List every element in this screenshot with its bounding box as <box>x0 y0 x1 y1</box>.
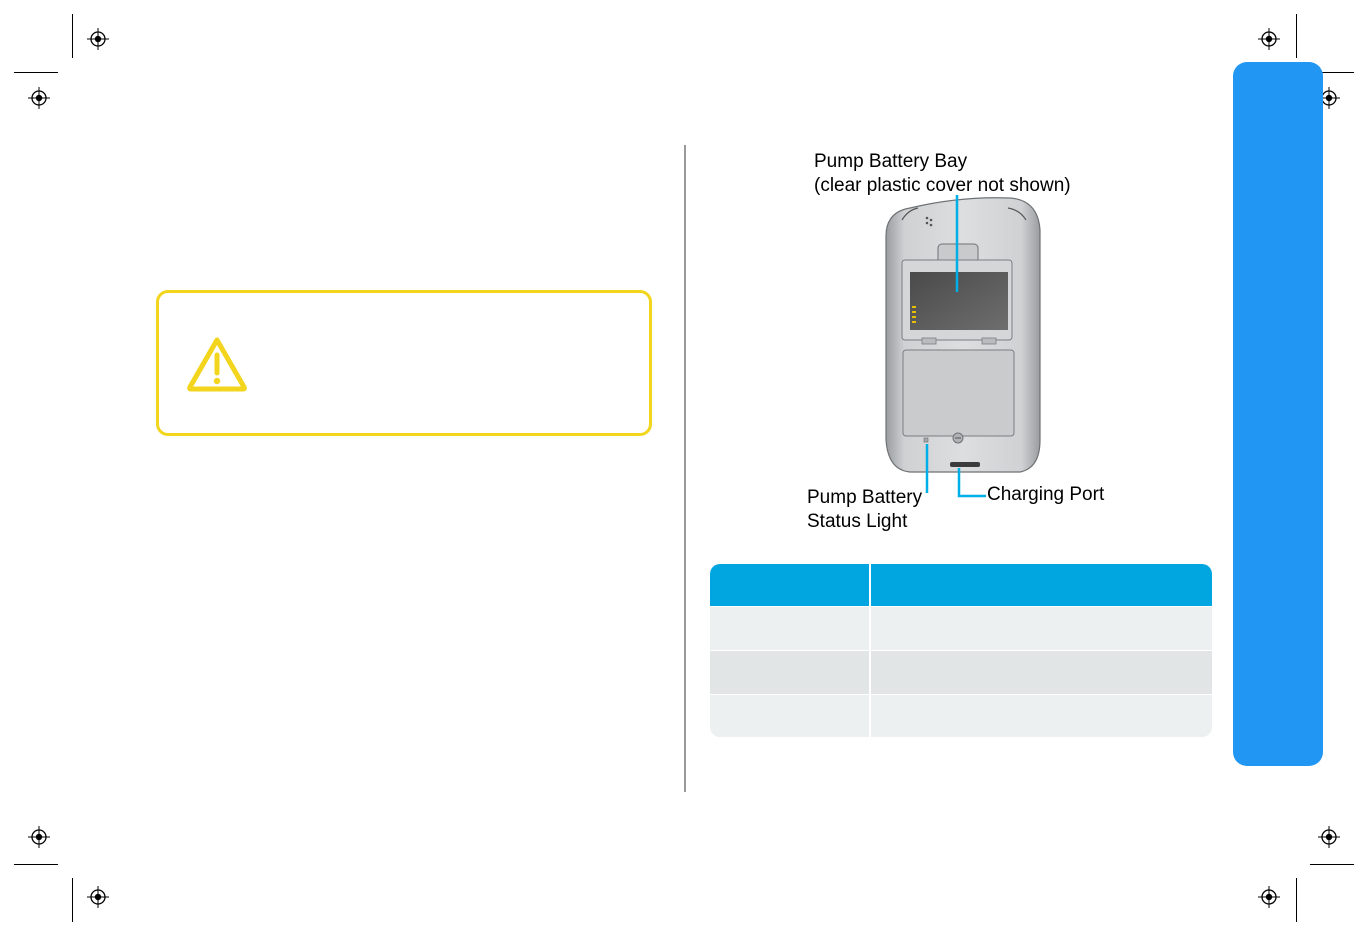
registration-mark-icon <box>28 826 50 848</box>
table-header <box>710 564 1212 606</box>
battery-bay-label: Pump Battery Bay <box>814 151 968 172</box>
crop-mark <box>1296 878 1297 922</box>
table-cell <box>710 651 871 694</box>
charging-port-label: Charging Port <box>987 484 1105 505</box>
registration-mark-icon <box>28 87 50 109</box>
crop-mark <box>1296 14 1297 58</box>
chapter-side-tab <box>1233 62 1323 766</box>
crop-mark <box>14 72 58 73</box>
battery-bay-sublabel: (clear plastic cover not shown) <box>814 175 1071 196</box>
registration-mark-icon <box>1318 826 1340 848</box>
status-light-label: Pump Battery <box>807 487 923 508</box>
registration-mark-icon <box>1258 886 1280 908</box>
registration-mark-icon <box>87 886 109 908</box>
table-cell <box>710 695 871 737</box>
table-header-cell <box>710 564 871 606</box>
status-light-table <box>710 564 1212 737</box>
pump-back-figure: Pump Battery Bay (clear plastic cover no… <box>790 140 1150 540</box>
crop-mark <box>72 878 73 922</box>
pump-device-illustration <box>885 195 1041 498</box>
table-cell <box>871 695 1212 737</box>
crop-mark <box>14 864 58 865</box>
crop-mark <box>1310 72 1354 73</box>
table-cell <box>871 607 1212 650</box>
table-row <box>710 650 1212 694</box>
crop-mark <box>72 14 73 58</box>
warning-triangle-icon <box>187 337 247 392</box>
table-cell <box>710 607 871 650</box>
status-light-sublabel: Status Light <box>807 511 908 532</box>
crop-mark <box>1310 864 1354 865</box>
page-divider <box>684 145 686 792</box>
table-row <box>710 606 1212 650</box>
registration-mark-icon <box>1258 28 1280 50</box>
table-cell <box>871 651 1212 694</box>
registration-mark-icon <box>87 28 109 50</box>
table-row <box>710 694 1212 737</box>
caution-box <box>156 290 652 436</box>
table-header-cell <box>871 564 1212 606</box>
